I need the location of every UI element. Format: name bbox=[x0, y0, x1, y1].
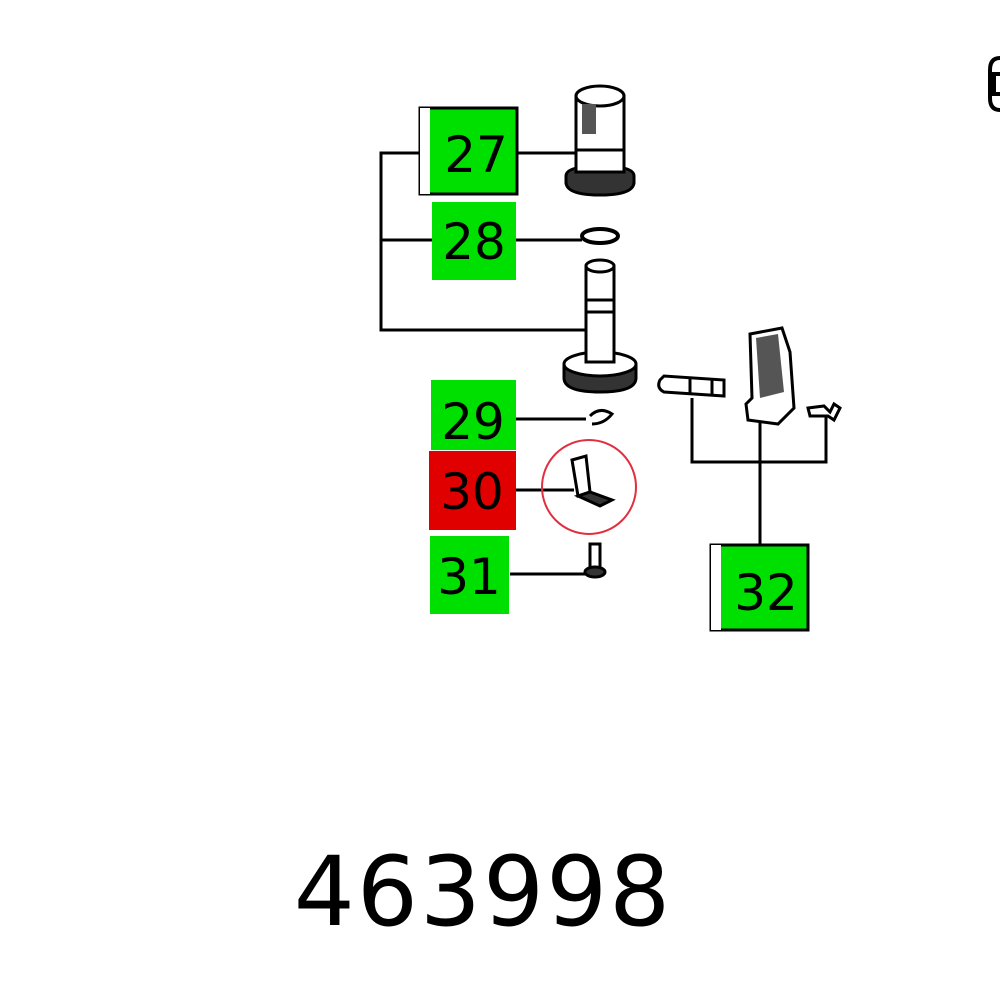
partial-edge-icon bbox=[988, 56, 1000, 112]
part-number: 463998 bbox=[294, 836, 672, 948]
callout-30[interactable]: 30 bbox=[429, 451, 516, 530]
callout-28-label: 28 bbox=[442, 213, 506, 271]
part-30-bracket[interactable] bbox=[570, 454, 616, 508]
callout-29-label: 29 bbox=[441, 393, 505, 451]
selection-highlight-circle bbox=[541, 439, 637, 535]
leader-lines bbox=[379, 151, 828, 576]
part-28-o-ring[interactable] bbox=[580, 227, 620, 245]
callout-31-label: 31 bbox=[437, 548, 501, 606]
callout-32[interactable]: 32 bbox=[709, 543, 810, 632]
part-27-cap[interactable] bbox=[564, 84, 636, 197]
part-29-circlip[interactable] bbox=[588, 409, 615, 426]
callout-27[interactable]: 27 bbox=[418, 106, 519, 196]
lever-screw bbox=[806, 401, 842, 423]
callout-32-label: 32 bbox=[734, 564, 798, 622]
callout-27-label: 27 bbox=[444, 126, 508, 184]
callout-30-label: 30 bbox=[440, 463, 504, 521]
callout-31[interactable]: 31 bbox=[430, 536, 509, 614]
part-31-screw[interactable] bbox=[583, 542, 607, 579]
part-32-lever-assembly[interactable] bbox=[657, 326, 842, 426]
shaft-assembly bbox=[562, 258, 638, 394]
callout-29[interactable]: 29 bbox=[431, 380, 516, 451]
callout-28[interactable]: 28 bbox=[432, 202, 516, 280]
